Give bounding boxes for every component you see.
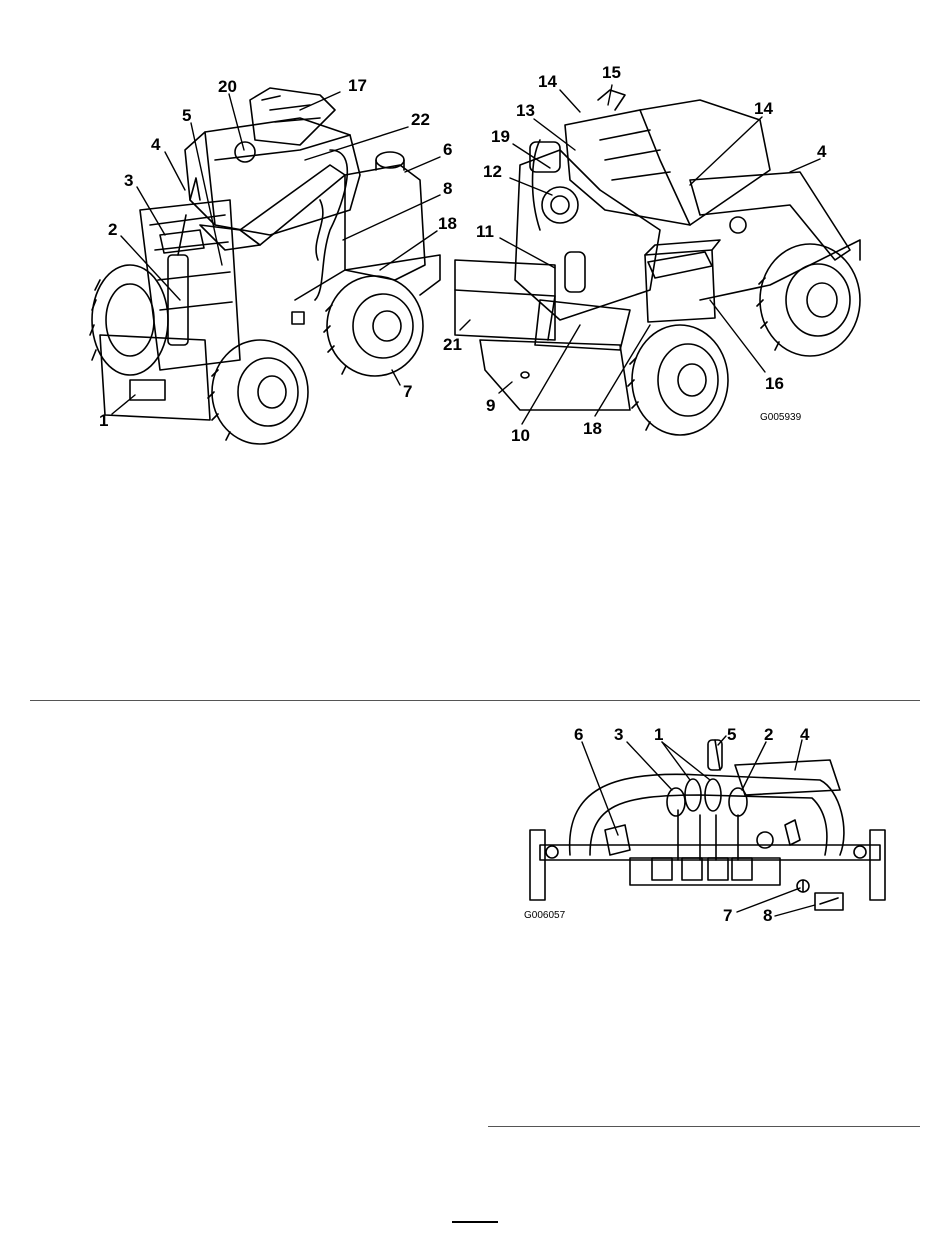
callout-leaders-left xyxy=(112,92,440,414)
callout-label: 8 xyxy=(443,180,452,197)
callout-label: 1 xyxy=(654,726,663,743)
callout-label: 6 xyxy=(443,141,452,158)
callout-label: 7 xyxy=(403,383,412,400)
callout-label: 6 xyxy=(574,726,583,743)
callout-label: 16 xyxy=(765,375,784,392)
callout-label: 4 xyxy=(151,136,160,153)
callout-label: 3 xyxy=(614,726,623,743)
callout-label: 4 xyxy=(800,726,809,743)
figure-code: G006057 xyxy=(524,910,565,921)
page-number-bar xyxy=(452,1221,498,1223)
callout-label: 1 xyxy=(99,412,108,429)
callout-label: 12 xyxy=(483,163,502,180)
callout-label: 15 xyxy=(602,64,621,81)
callout-label: 22 xyxy=(411,111,430,128)
callout-label: 11 xyxy=(476,223,494,240)
figure-code: G005939 xyxy=(760,412,801,423)
callout-label: 17 xyxy=(348,77,367,94)
column-divider xyxy=(488,1126,920,1127)
callout-label: 4 xyxy=(817,143,826,160)
callout-label: 2 xyxy=(108,221,117,238)
callout-label: 18 xyxy=(438,215,457,232)
callout-label: 7 xyxy=(723,907,732,924)
callout-label: 14 xyxy=(754,100,773,117)
callout-label: 8 xyxy=(763,907,772,924)
control-panel-view xyxy=(530,740,885,910)
callout-label: 2 xyxy=(764,726,773,743)
callout-label: 10 xyxy=(511,427,530,444)
callout-label: 13 xyxy=(516,102,535,119)
section-divider xyxy=(30,700,920,701)
loader-rear-view xyxy=(455,90,860,435)
callout-label: 19 xyxy=(491,128,510,145)
callout-label: 3 xyxy=(124,172,133,189)
loader-front-view xyxy=(90,88,440,444)
callout-label: 20 xyxy=(218,78,237,95)
callout-label: 18 xyxy=(583,420,602,437)
callout-label: 9 xyxy=(486,397,495,414)
callout-label: 14 xyxy=(538,73,557,90)
callout-label: 5 xyxy=(727,726,736,743)
callout-label: 5 xyxy=(182,107,191,124)
callout-label: 21 xyxy=(443,336,462,353)
